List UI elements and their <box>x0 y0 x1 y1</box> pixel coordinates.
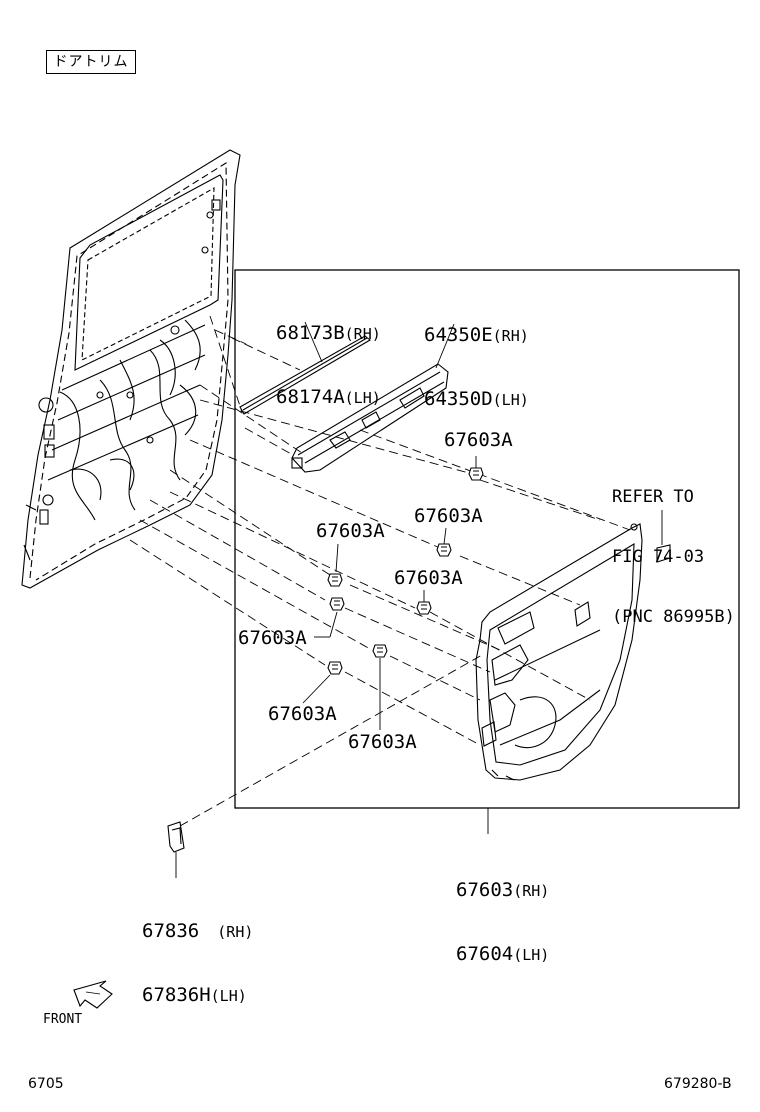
armrest-rh-number: 64350E <box>424 324 493 346</box>
door-trim-panel <box>475 523 643 781</box>
section-label-box: ドアトリム <box>46 50 136 74</box>
clip-label: 67603A <box>238 627 307 649</box>
lower-cover-part <box>167 821 185 878</box>
label-leader-lines <box>302 321 489 834</box>
refer-line-3: (PNC 86995B) <box>612 607 735 627</box>
clip-label: 67603A <box>394 567 463 589</box>
refer-line-2: FIG 74-03 <box>612 547 705 567</box>
trim-lh-number: 67604 <box>456 943 514 965</box>
front-arrow-icon <box>73 980 113 1009</box>
armrest-lh-number: 64350D <box>424 388 493 410</box>
armrest-lh-side: (LH) <box>492 391 529 409</box>
refer-pad-icon <box>656 544 671 563</box>
refer-note: REFER TO FIG 74-03 (PNC 86995B) <box>612 447 735 647</box>
cover-lh-side: (LH) <box>210 987 247 1005</box>
weatherstrip-part <box>239 335 371 415</box>
clip-label: 67603A <box>268 703 337 725</box>
trim-rh-side: (RH) <box>513 882 550 900</box>
page-code: 6705 <box>28 1076 64 1092</box>
weatherstrip-label: 68173B(RH) 68174A(LH) <box>276 281 381 430</box>
figure-code: 679280-B <box>664 1076 732 1092</box>
refer-line-1: REFER TO <box>612 487 694 507</box>
parts-frame <box>234 269 740 809</box>
armrest-base-label: 64350E(RH) 64350D(LH) <box>424 283 529 432</box>
clip-label: 67603A <box>414 505 483 527</box>
front-label: FRONT <box>43 1012 83 1027</box>
leader-dashed-lines <box>129 315 631 827</box>
cover-lh-number: 67836H <box>142 984 211 1006</box>
weatherstrip-lh-side: (LH) <box>344 389 381 407</box>
clip-icons <box>327 467 484 675</box>
armrest-rh-side: (RH) <box>492 327 529 345</box>
trim-lh-side: (LH) <box>513 946 550 964</box>
weatherstrip-rh-side: (RH) <box>344 325 381 343</box>
weatherstrip-rh-number: 68173B <box>276 322 345 344</box>
cover-rh-number: 67836 <box>142 920 200 942</box>
clip-label: 67603A <box>348 731 417 753</box>
trim-rh-number: 67603 <box>456 879 514 901</box>
lower-cover-label: 67836 (RH) 67836H(LH) <box>142 879 253 1028</box>
clip-label: 67603A <box>316 520 385 542</box>
weatherstrip-lh-number: 68174A <box>276 386 345 408</box>
door-frame <box>21 149 241 589</box>
trim-panel-label: 67603(RH) 67604(LH) <box>456 838 549 987</box>
armrest-base-part <box>291 363 449 473</box>
clip-label: 67603A <box>444 429 513 451</box>
cover-rh-side: (RH) <box>217 923 254 941</box>
